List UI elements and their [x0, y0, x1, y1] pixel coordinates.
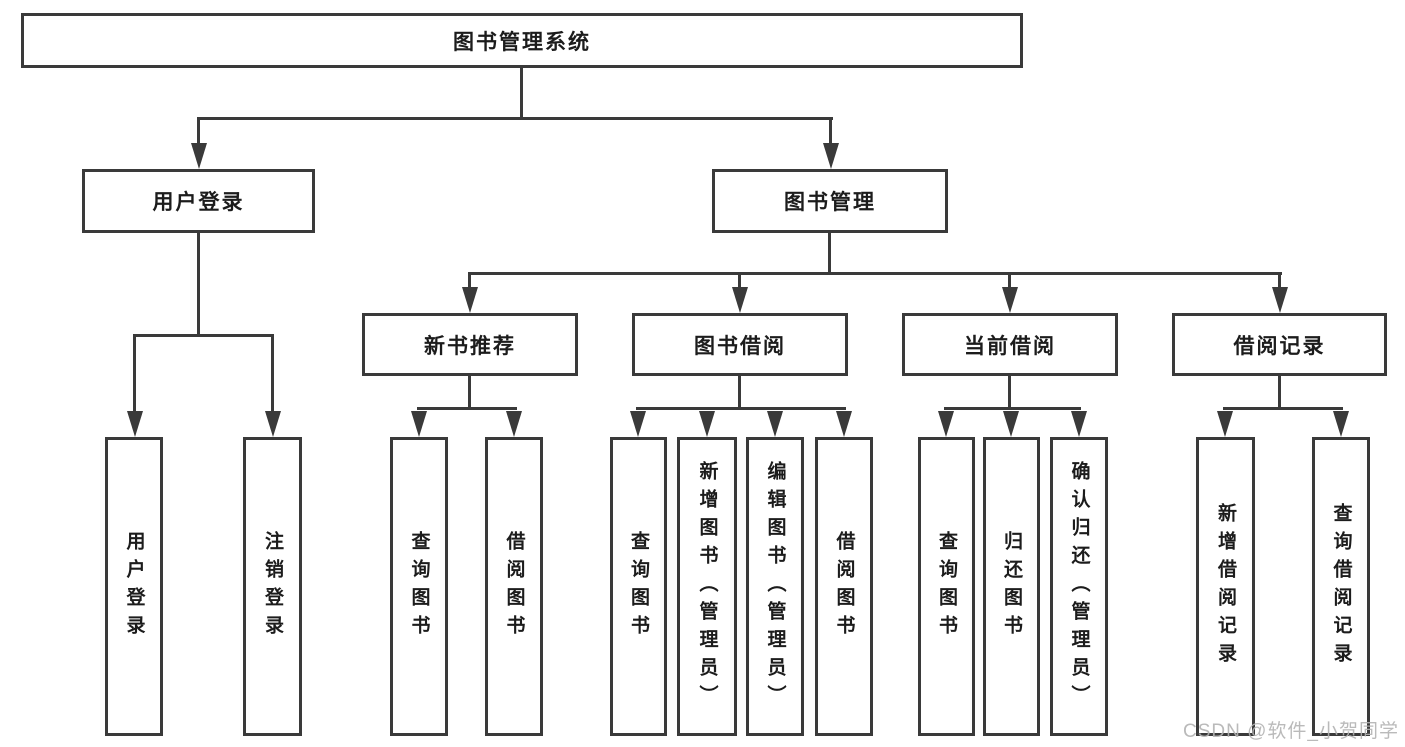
arrowhead-to-leaf-query-borrow	[630, 411, 646, 437]
connector-records-stem	[1278, 376, 1281, 410]
leaf-confirm-return-admin: 确认归还（管理员）	[1050, 437, 1108, 736]
arrowhead-to-leaf-query-recommend	[411, 411, 427, 437]
connector-user-login-drop-2	[271, 334, 274, 414]
root-node-library-management-system: 图书管理系统	[21, 13, 1023, 68]
csdn-watermark: CSDN @软件_小贺同学	[1183, 721, 1399, 742]
leaf-add-books-admin: 新增图书（管理员）	[677, 437, 737, 736]
connector-user-login-stem	[197, 233, 200, 337]
node-current-borrowing: 当前借阅	[902, 313, 1118, 376]
connector-recommend-stem	[468, 376, 471, 410]
leaf-query-books-borrow: 查询图书	[610, 437, 667, 736]
leaf-query-books-current: 查询图书	[918, 437, 975, 736]
connector-user-login-distributor	[133, 334, 274, 337]
arrowhead-to-leaf-logout	[265, 411, 281, 437]
connector-root-stem	[520, 68, 523, 120]
arrowhead-to-leaf-borrow-recommend	[506, 411, 522, 437]
arrowhead-to-book-borrowing	[732, 287, 748, 313]
leaf-edit-books-admin: 编辑图书（管理员）	[746, 437, 804, 736]
node-user-login: 用户登录	[82, 169, 315, 233]
leaf-user-login: 用户登录	[105, 437, 163, 736]
connector-book-mgmt-drop-2	[738, 272, 741, 290]
arrowhead-to-leaf-return-books	[1003, 411, 1019, 437]
connector-book-mgmt-drop-3	[1008, 272, 1011, 290]
connector-current-distributor	[944, 407, 1081, 410]
arrowhead-to-leaf-user-login	[127, 411, 143, 437]
connector-user-login-drop-1	[133, 334, 136, 414]
leaf-borrow-books-recommend: 借阅图书	[485, 437, 543, 736]
connector-current-stem	[1008, 376, 1011, 410]
arrowhead-to-leaf-edit-books	[767, 411, 783, 437]
connector-book-mgmt-drop-4	[1278, 272, 1281, 290]
connector-book-mgmt-stem	[828, 233, 831, 275]
arrowhead-to-leaf-add-record	[1217, 411, 1233, 437]
arrowhead-to-leaf-borrow-books	[836, 411, 852, 437]
connector-recommend-distributor	[417, 407, 517, 410]
node-book-management: 图书管理	[712, 169, 948, 233]
leaf-borrow-books: 借阅图书	[815, 437, 873, 736]
arrowhead-to-new-book-recommendation	[462, 287, 478, 313]
arrowhead-to-leaf-confirm-return	[1071, 411, 1087, 437]
connector-borrowing-distributor	[636, 407, 846, 410]
connector-borrowing-stem	[738, 376, 741, 410]
arrowhead-to-book-management	[823, 143, 839, 169]
node-borrowing-records: 借阅记录	[1172, 313, 1387, 376]
arrowhead-to-leaf-add-books	[699, 411, 715, 437]
arrowhead-to-leaf-query-current	[938, 411, 954, 437]
arrowhead-to-borrowing-records	[1272, 287, 1288, 313]
arrowhead-to-user-login	[191, 143, 207, 169]
connector-book-mgmt-distributor	[468, 272, 1282, 275]
arrowhead-to-leaf-query-record	[1333, 411, 1349, 437]
connector-root-distributor	[197, 117, 833, 120]
leaf-add-borrow-record: 新增借阅记录	[1196, 437, 1255, 736]
node-new-book-recommendation: 新书推荐	[362, 313, 578, 376]
leaf-return-books: 归还图书	[983, 437, 1040, 736]
connector-records-distributor	[1223, 407, 1343, 410]
connector-book-mgmt-drop-1	[468, 272, 471, 290]
node-book-borrowing: 图书借阅	[632, 313, 848, 376]
connector-root-right-drop	[829, 117, 832, 147]
leaf-query-books-recommend: 查询图书	[390, 437, 448, 736]
connector-root-left-drop	[197, 117, 200, 147]
leaf-logout: 注销登录	[243, 437, 302, 736]
leaf-query-borrow-record: 查询借阅记录	[1312, 437, 1370, 736]
arrowhead-to-current-borrowing	[1002, 287, 1018, 313]
